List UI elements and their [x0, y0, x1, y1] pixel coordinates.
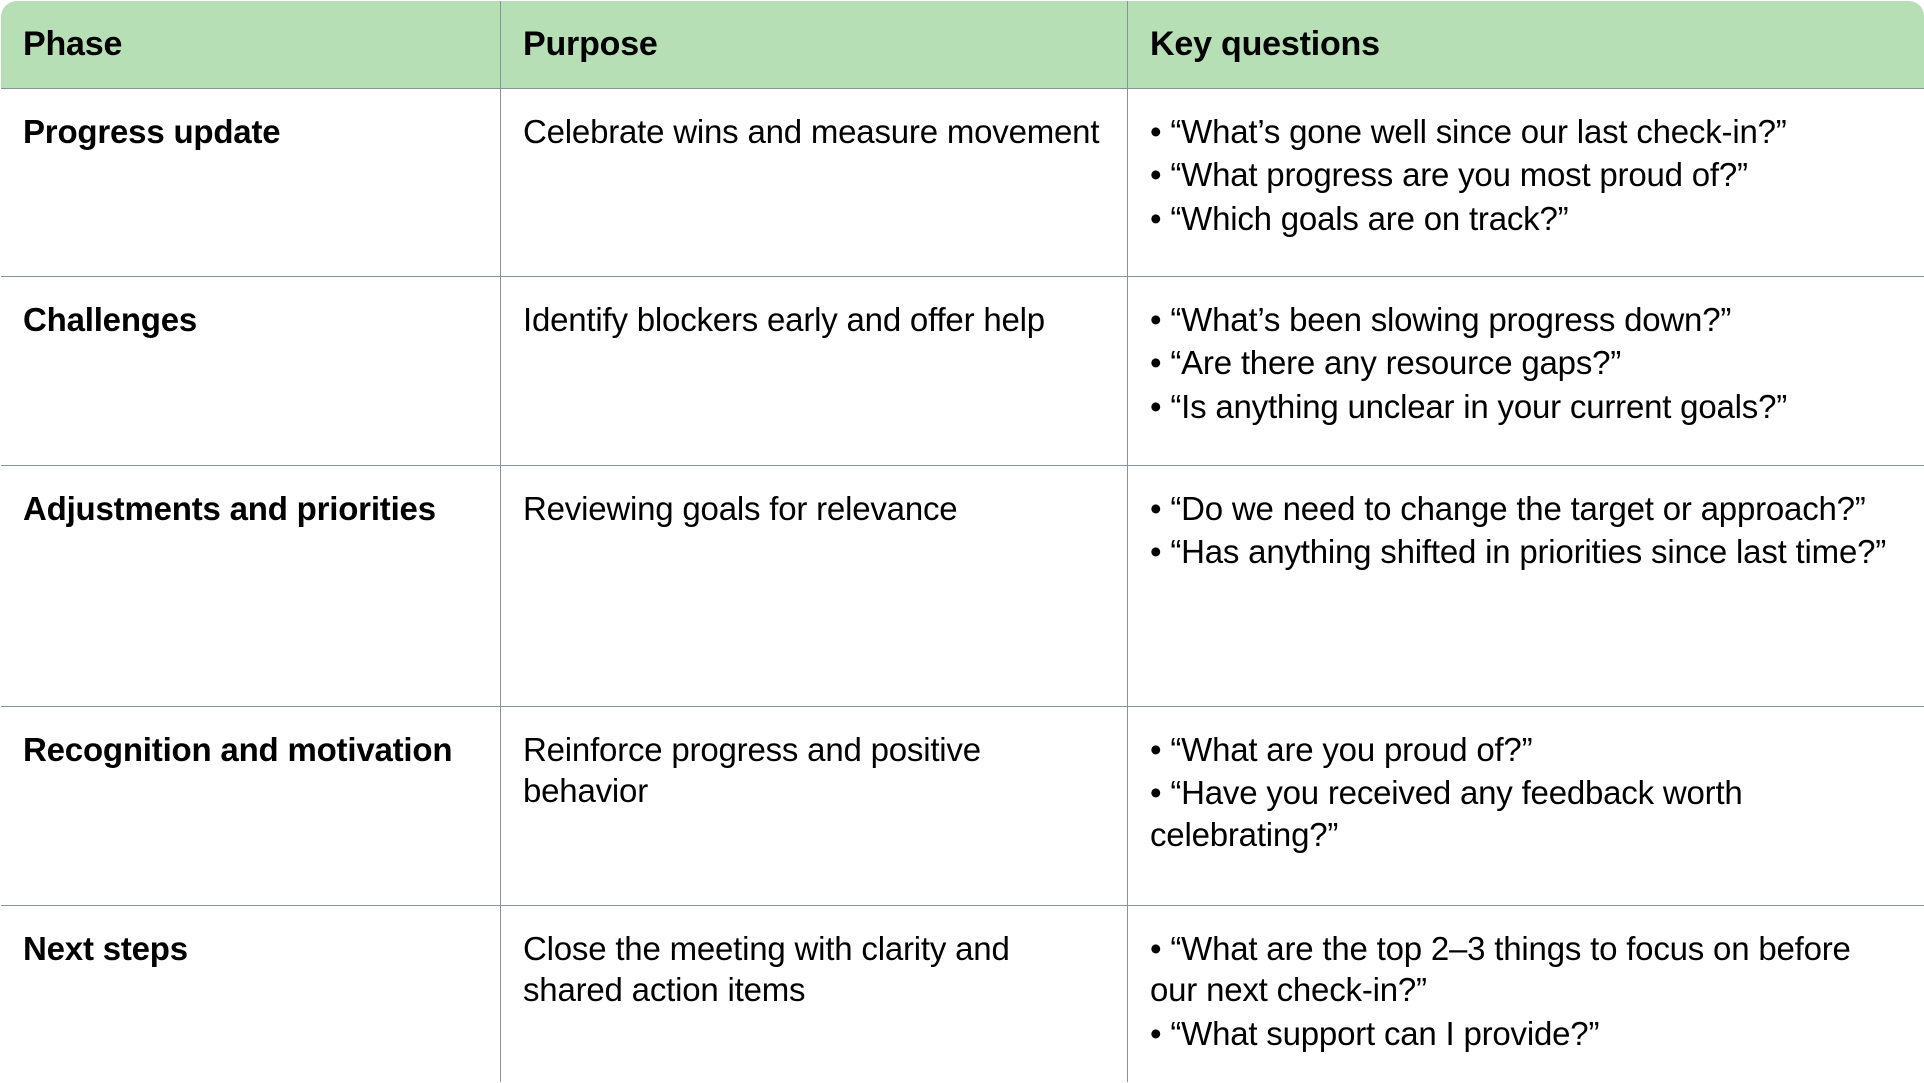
- list-item-text: “What are you proud of?”: [1170, 731, 1532, 768]
- list-item: • “Has anything shifted in priorities si…: [1150, 531, 1902, 572]
- list-item: • “What are you proud of?”: [1150, 729, 1902, 770]
- key-questions-list: • “What are the top 2–3 things to focus …: [1150, 928, 1902, 1054]
- table-row: Adjustments and priorities Reviewing goa…: [1, 466, 1924, 707]
- list-item: • “What are the top 2–3 things to focus …: [1150, 928, 1902, 1011]
- key-questions-list: • “What’s gone well since our last check…: [1150, 111, 1902, 239]
- bullet-icon: •: [1150, 533, 1170, 570]
- list-item-text: “Do we need to change the target or appr…: [1170, 490, 1865, 527]
- bullet-icon: •: [1150, 388, 1170, 425]
- header-row: Phase Purpose Key questions: [1, 1, 1924, 89]
- key-questions-list: • “What are you proud of?” • “Have you r…: [1150, 729, 1902, 855]
- cell-purpose: Reviewing goals for relevance: [501, 466, 1128, 707]
- column-header-key-questions: Key questions: [1128, 1, 1924, 89]
- list-item: • “Is anything unclear in your current g…: [1150, 386, 1902, 427]
- column-header-phase: Phase: [1, 1, 501, 89]
- list-item-text: “Is anything unclear in your current goa…: [1170, 388, 1787, 425]
- table-row: Recognition and motivation Reinforce pro…: [1, 707, 1924, 906]
- list-item: • “What progress are you most proud of?”: [1150, 154, 1902, 195]
- list-item-text: “Are there any resource gaps?”: [1170, 344, 1621, 381]
- cell-phase: Adjustments and priorities: [1, 466, 501, 707]
- bullet-icon: •: [1150, 490, 1170, 527]
- column-header-purpose: Purpose: [501, 1, 1128, 89]
- cell-key-questions: • “What are the top 2–3 things to focus …: [1128, 906, 1924, 1083]
- table-body: Progress update Celebrate wins and measu…: [1, 89, 1924, 1083]
- cell-key-questions: • “What’s been slowing progress down?” •…: [1128, 277, 1924, 466]
- list-item-text: “Has anything shifted in priorities sinc…: [1170, 533, 1886, 570]
- list-item: • “What support can I provide?”: [1150, 1013, 1902, 1054]
- cell-phase: Progress update: [1, 89, 501, 277]
- list-item: • “Are there any resource gaps?”: [1150, 342, 1902, 383]
- bullet-icon: •: [1150, 156, 1170, 193]
- list-item: • “What’s been slowing progress down?”: [1150, 299, 1902, 340]
- list-item-text: “Have you received any feedback worth ce…: [1150, 774, 1743, 852]
- cell-phase: Next steps: [1, 906, 501, 1083]
- list-item-text: “What progress are you most proud of?”: [1170, 156, 1748, 193]
- list-item: • “Have you received any feedback worth …: [1150, 772, 1902, 855]
- cell-purpose: Identify blockers early and offer help: [501, 277, 1128, 466]
- cell-phase: Recognition and motivation: [1, 707, 501, 906]
- list-item-text: “What’s gone well since our last check-i…: [1170, 113, 1786, 150]
- table-row: Challenges Identify blockers early and o…: [1, 277, 1924, 466]
- key-questions-list: • “Do we need to change the target or ap…: [1150, 488, 1902, 573]
- bullet-icon: •: [1150, 930, 1170, 967]
- cell-key-questions: • “Do we need to change the target or ap…: [1128, 466, 1924, 707]
- cell-key-questions: • “What are you proud of?” • “Have you r…: [1128, 707, 1924, 906]
- cell-phase: Challenges: [1, 277, 501, 466]
- bullet-icon: •: [1150, 301, 1170, 338]
- list-item: • “What’s gone well since our last check…: [1150, 111, 1902, 152]
- list-item: • “Which goals are on track?”: [1150, 198, 1902, 239]
- bullet-icon: •: [1150, 200, 1170, 237]
- table-header: Phase Purpose Key questions: [1, 1, 1924, 89]
- list-item-text: “Which goals are on track?”: [1170, 200, 1568, 237]
- key-questions-list: • “What’s been slowing progress down?” •…: [1150, 299, 1902, 427]
- table-row: Next steps Close the meeting with clarit…: [1, 906, 1924, 1083]
- list-item-text: “What’s been slowing progress down?”: [1170, 301, 1731, 338]
- cell-purpose: Reinforce progress and positive behavior: [501, 707, 1128, 906]
- bullet-icon: •: [1150, 731, 1170, 768]
- list-item-text: “What support can I provide?”: [1170, 1015, 1599, 1052]
- list-item-text: “What are the top 2–3 things to focus on…: [1150, 930, 1851, 1008]
- bullet-icon: •: [1150, 344, 1170, 381]
- list-item: • “Do we need to change the target or ap…: [1150, 488, 1902, 529]
- cell-purpose: Celebrate wins and measure movement: [501, 89, 1128, 277]
- cell-purpose: Close the meeting with clarity and share…: [501, 906, 1128, 1083]
- table-row: Progress update Celebrate wins and measu…: [1, 89, 1924, 277]
- bullet-icon: •: [1150, 1015, 1170, 1052]
- bullet-icon: •: [1150, 113, 1170, 150]
- cell-key-questions: • “What’s gone well since our last check…: [1128, 89, 1924, 277]
- bullet-icon: •: [1150, 774, 1170, 811]
